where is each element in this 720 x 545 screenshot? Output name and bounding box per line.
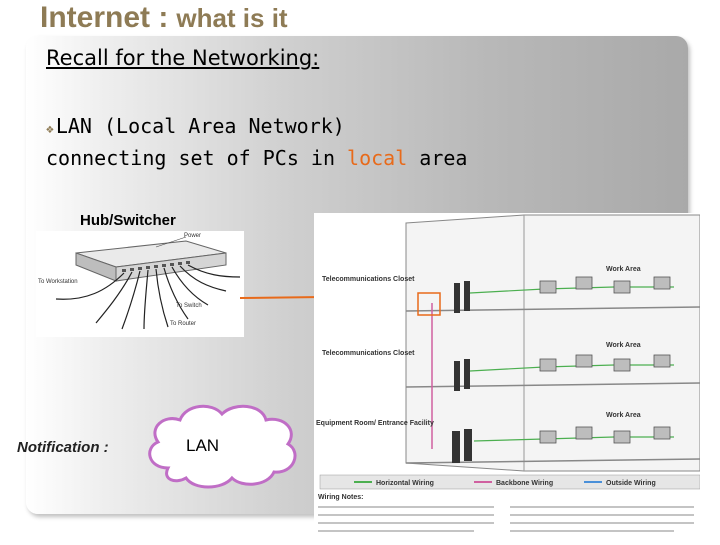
lan-cloud-shape bbox=[148, 404, 297, 489]
bullet-lan: ❖LAN (Local Area Network) bbox=[46, 114, 345, 138]
lan-cloud-label: LAN bbox=[186, 436, 220, 455]
recall-heading: Recall for the Networking: bbox=[46, 46, 320, 70]
hub-switch-drawing: Power To Workstation To Switch To Router bbox=[38, 233, 241, 330]
legend-horizontal: Horizontal Wiring bbox=[376, 480, 434, 487]
legend-outside: Outside Wiring bbox=[606, 480, 656, 487]
line2-after: area bbox=[407, 146, 468, 170]
notes-title: Wiring Notes: bbox=[318, 494, 363, 501]
hub-label: Hub/Switcher bbox=[80, 212, 176, 229]
description-line: connecting set of PCs in local area bbox=[46, 146, 467, 170]
slide-title: Internet :what is it bbox=[40, 0, 288, 36]
notification-label: Notification : bbox=[17, 439, 109, 456]
closet-2-label: Telecommunications Closet bbox=[322, 350, 415, 357]
bullet-icon: ❖ bbox=[46, 122, 54, 137]
closet-1-label: Telecommunications Closet bbox=[322, 276, 415, 283]
title-sub: what is it bbox=[176, 3, 288, 33]
line2-before: connecting set of PCs in bbox=[46, 146, 348, 170]
bullet-text: LAN (Local Area Network) bbox=[55, 114, 345, 138]
work-area-3-label: Work Area bbox=[606, 412, 641, 419]
building-drawing: Telecommunications Closet Telecommunicat… bbox=[314, 213, 701, 540]
work-area-1-label: Work Area bbox=[606, 266, 641, 273]
svg-text:Power: Power bbox=[184, 233, 201, 239]
legend-backbone: Backbone Wiring bbox=[496, 480, 553, 487]
work-area-2-label: Work Area bbox=[606, 342, 641, 349]
svg-text:To Router: To Router bbox=[170, 321, 196, 327]
svg-text:To Workstation: To Workstation bbox=[38, 279, 78, 285]
facility-label: Equipment Room/ Entrance Facility bbox=[316, 420, 434, 427]
hub-switch-image: Power To Workstation To Switch To Router bbox=[36, 231, 244, 337]
title-main: Internet : bbox=[40, 1, 169, 34]
line2-highlight: local bbox=[347, 146, 408, 170]
building-wiring-diagram: Telecommunications Closet Telecommunicat… bbox=[314, 213, 701, 540]
svg-text:To Switch: To Switch bbox=[176, 303, 202, 309]
